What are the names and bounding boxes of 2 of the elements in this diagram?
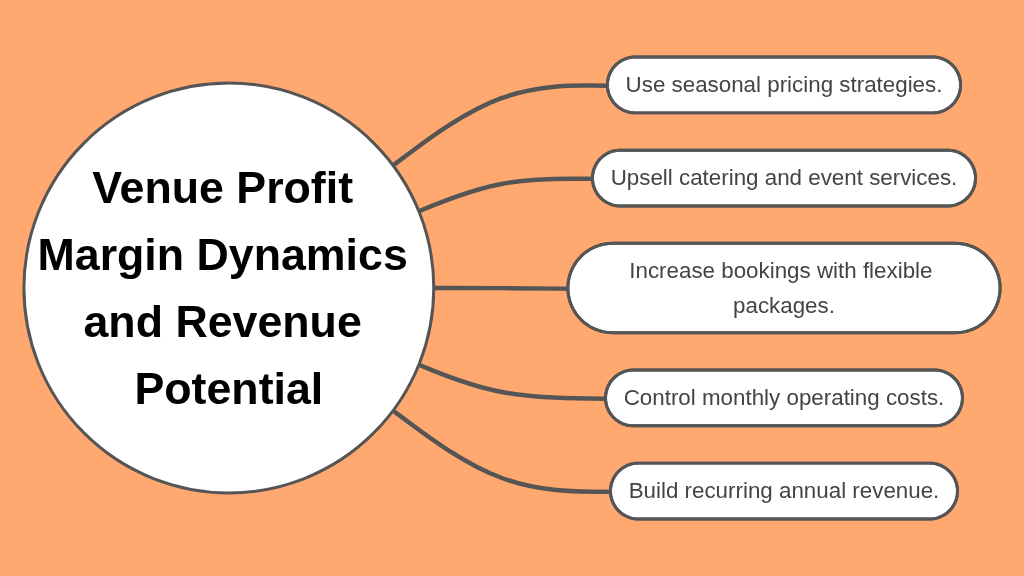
connector [418,362,607,401]
node-circle: Venue Profit Margin Dynamics and Revenue Potential [22,81,436,495]
